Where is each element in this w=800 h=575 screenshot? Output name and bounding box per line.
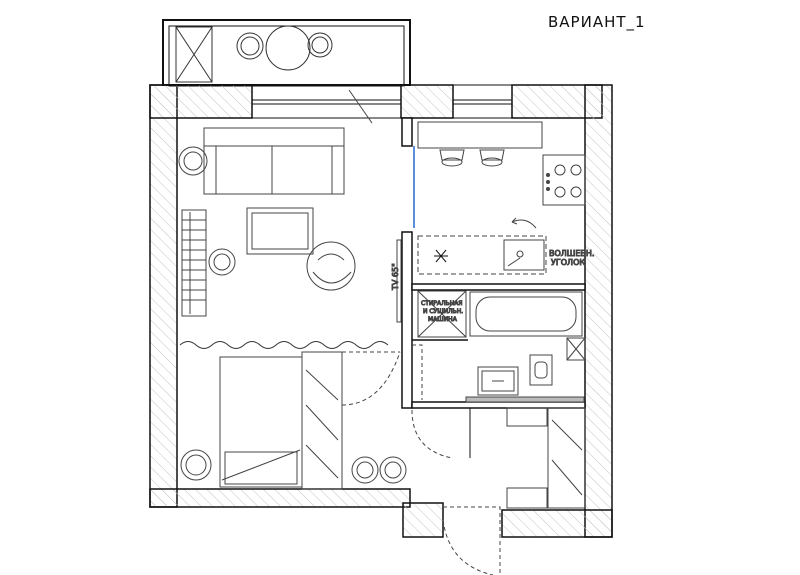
sofa bbox=[203, 127, 345, 195]
balcony bbox=[162, 19, 411, 87]
tv bbox=[396, 239, 402, 323]
bath-strip bbox=[465, 396, 585, 403]
bedroom bbox=[180, 351, 407, 490]
piano bbox=[181, 209, 207, 317]
wardrobe bbox=[301, 351, 343, 490]
washer-label-line2: И СУШИЛЬН. bbox=[423, 308, 463, 315]
curtain bbox=[179, 341, 389, 349]
living-room: TV 65" bbox=[178, 127, 402, 349]
entrance-door bbox=[442, 506, 501, 575]
bath-cabinet bbox=[566, 337, 586, 361]
poufs bbox=[351, 456, 407, 484]
kitchen: ВОЛШЕБН. УГОЛОК bbox=[417, 121, 595, 275]
bedroom-door bbox=[341, 351, 401, 406]
bathroom-door bbox=[411, 344, 453, 459]
bar-stools bbox=[439, 149, 505, 167]
piano-stool bbox=[208, 248, 236, 276]
kitchen-arrow bbox=[511, 217, 537, 229]
nightstand-left bbox=[180, 449, 212, 481]
kitchen-counter bbox=[417, 121, 543, 149]
sink bbox=[477, 366, 519, 396]
balcony-cabinet bbox=[175, 26, 213, 83]
bathtub bbox=[469, 291, 583, 337]
tv-label: TV 65" bbox=[391, 263, 400, 291]
coffee-table bbox=[246, 207, 314, 255]
hall-closet bbox=[547, 407, 586, 509]
plan-title: ВАРИАНТ_1 bbox=[548, 13, 646, 31]
nook-label-line2: УГОЛОК bbox=[551, 258, 585, 267]
bed bbox=[219, 356, 303, 488]
walls bbox=[149, 84, 613, 538]
side-table-left bbox=[178, 146, 208, 176]
star-icon bbox=[434, 249, 448, 263]
hallway bbox=[442, 407, 586, 575]
balcony-table-set bbox=[236, 25, 333, 71]
windows bbox=[251, 84, 513, 124]
washer-label-line3: МАШИНА bbox=[428, 316, 458, 323]
washer-box bbox=[417, 290, 467, 338]
washer-label-line1: СТИРАЛЬНАЯ bbox=[421, 300, 462, 307]
bathroom: СТИРАЛЬНАЯ И СУШИЛЬН. МАШИНА bbox=[411, 290, 586, 459]
toilet bbox=[529, 354, 553, 386]
armchair bbox=[306, 241, 356, 291]
kitchen-lower-cabinets bbox=[417, 235, 547, 275]
nook-label-line1: ВОЛШЕБН. bbox=[549, 249, 594, 258]
hall-bench bbox=[506, 407, 548, 509]
stove bbox=[542, 154, 586, 206]
